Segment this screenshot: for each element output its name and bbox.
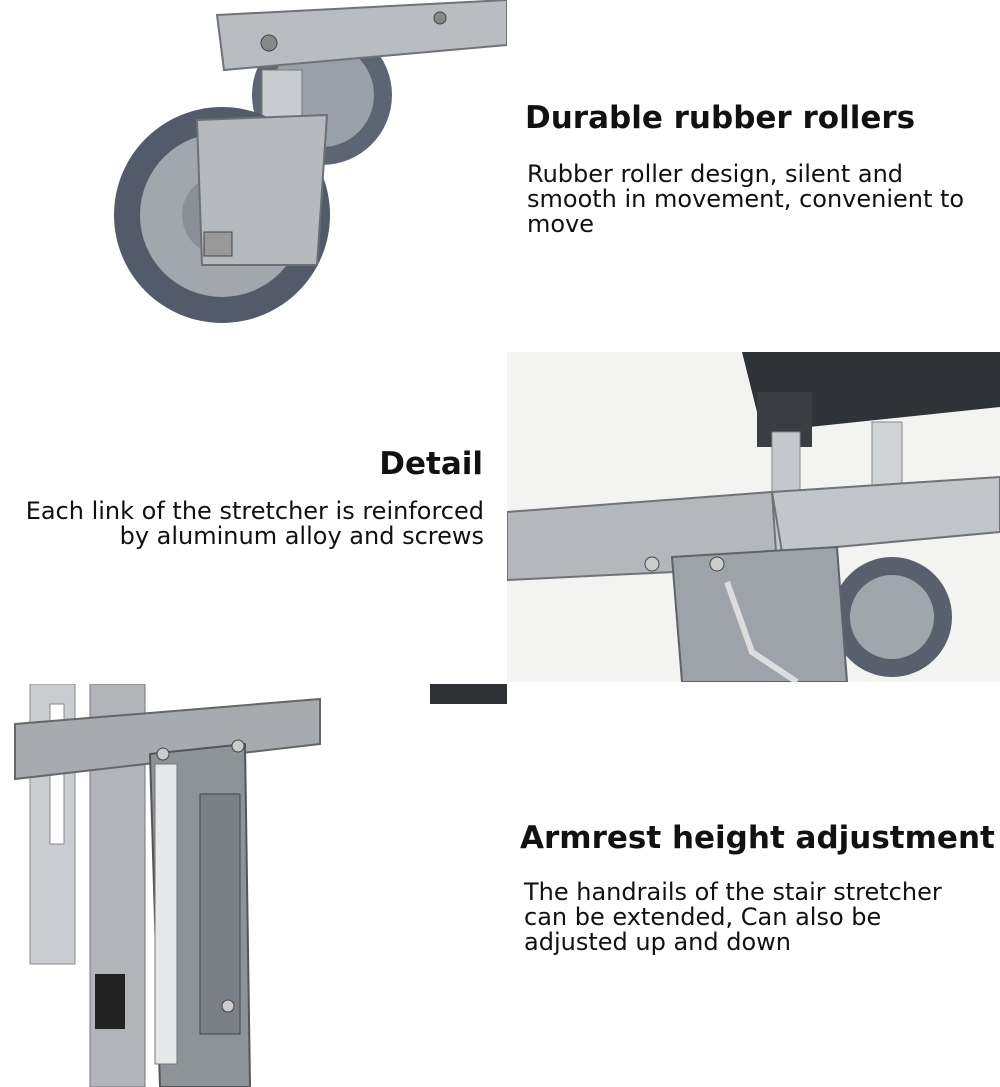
section-text-armrest: The handrails of the stair stretcher can… [524,878,942,956]
frame-joint-photo [507,352,1000,682]
section-text-rollers: Rubber roller design, silent and smooth … [527,160,965,238]
caster-wheel-photo [112,0,507,330]
section-text-detail: Each link of the stretcher is reinforced… [25,497,484,550]
section-heading-rollers: Durable rubber rollers [525,100,916,136]
section-heading-detail: Detail [379,446,483,482]
section-heading-armrest: Armrest height adjustment [520,820,995,856]
armrest-bracket-photo [0,684,507,1087]
